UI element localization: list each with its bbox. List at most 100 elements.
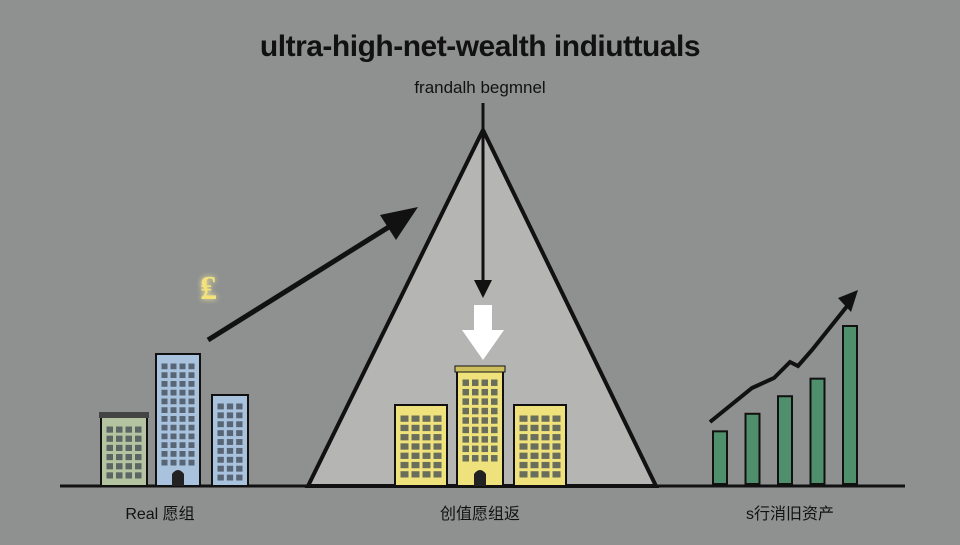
window (433, 471, 442, 478)
window (161, 433, 168, 440)
window (400, 443, 409, 450)
window (541, 434, 550, 441)
window (433, 434, 442, 441)
window (161, 459, 168, 466)
window (135, 444, 142, 451)
window (422, 461, 431, 469)
window (462, 417, 469, 424)
window (179, 407, 186, 413)
window (179, 416, 186, 422)
window (491, 445, 498, 453)
window (472, 417, 479, 424)
window (116, 444, 123, 451)
window (411, 461, 420, 469)
trend-line (708, 298, 854, 424)
window (161, 398, 168, 405)
window (179, 363, 186, 370)
window (481, 388, 488, 396)
window (472, 407, 479, 415)
window (472, 445, 479, 453)
window (400, 424, 409, 432)
caption-left: Real 愿组 (125, 506, 195, 523)
window (116, 426, 123, 433)
window (170, 381, 177, 387)
window (530, 471, 539, 478)
window (106, 472, 113, 479)
building-windows (106, 363, 561, 481)
window (541, 471, 550, 478)
window (179, 433, 186, 440)
window (161, 372, 168, 378)
window (519, 452, 528, 459)
window (125, 454, 132, 461)
growth-bar (842, 325, 858, 485)
window (491, 455, 498, 462)
window (433, 443, 442, 450)
window (519, 461, 528, 469)
window (170, 424, 177, 431)
window (400, 434, 409, 441)
window (236, 412, 243, 419)
window (411, 452, 420, 459)
window (170, 407, 177, 413)
window (226, 439, 234, 445)
window (462, 407, 469, 415)
window (188, 433, 195, 440)
window (462, 436, 469, 443)
window (236, 430, 243, 437)
window (217, 465, 224, 472)
window (188, 363, 195, 370)
window (411, 443, 420, 450)
window (481, 398, 488, 405)
window (519, 443, 528, 450)
growth-bar (777, 395, 793, 486)
window (530, 443, 539, 450)
window (236, 474, 243, 481)
window (179, 442, 186, 448)
window (400, 452, 409, 459)
window (552, 424, 561, 432)
window (170, 389, 177, 396)
window (170, 442, 177, 448)
window (236, 456, 243, 463)
window (125, 472, 132, 479)
window (106, 435, 113, 442)
window (125, 444, 132, 451)
window (491, 426, 498, 434)
window (411, 415, 420, 422)
window (116, 472, 123, 479)
window (481, 379, 488, 386)
down-arrow-icon (462, 305, 504, 360)
window (481, 426, 488, 434)
trend-arrowhead (838, 290, 858, 312)
window (188, 416, 195, 422)
window (519, 471, 528, 478)
window (170, 372, 177, 378)
window (135, 426, 142, 433)
window (179, 424, 186, 431)
window (541, 452, 550, 459)
window (552, 461, 561, 469)
window (411, 424, 420, 432)
window (400, 461, 409, 469)
window (170, 433, 177, 440)
window (236, 421, 243, 428)
window (462, 426, 469, 434)
caption-center: 创值愿组返 (439, 506, 520, 523)
window (217, 421, 224, 428)
window (236, 447, 243, 454)
window (422, 443, 431, 450)
window (481, 407, 488, 415)
window (217, 412, 224, 419)
window (462, 455, 469, 462)
window (135, 472, 142, 479)
window (170, 416, 177, 422)
window (433, 452, 442, 459)
window (491, 388, 498, 396)
window (125, 426, 132, 433)
window (491, 417, 498, 424)
window (422, 434, 431, 441)
window (530, 424, 539, 432)
